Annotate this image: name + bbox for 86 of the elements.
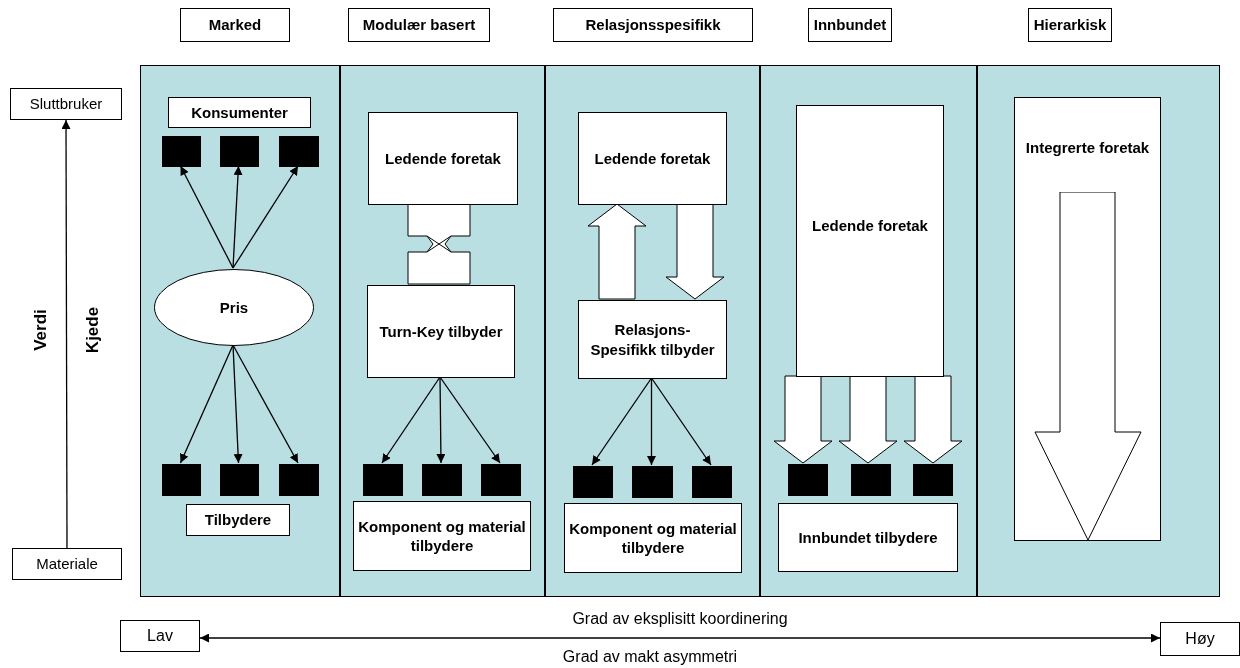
column-heading-box <box>1028 8 1112 42</box>
arrow <box>232 344 243 464</box>
arrow <box>381 376 441 464</box>
column-panel <box>545 65 760 597</box>
box-label: Integrerte foretak <box>1024 138 1151 158</box>
filled-box <box>913 464 953 496</box>
filled-box <box>279 464 319 496</box>
arrow <box>232 165 299 269</box>
lead-firm-box <box>796 105 944 377</box>
box-label: Innbundet tilbydere <box>797 527 939 548</box>
column-panel <box>340 65 545 597</box>
arrow <box>232 165 243 269</box>
arrow <box>199 633 1161 643</box>
arrow <box>179 165 234 269</box>
box-label: Konsumenter <box>190 102 289 123</box>
box-label: Pris <box>218 297 250 318</box>
axis-label: Grad av makt asymmetri <box>562 648 738 666</box>
scale-end-box <box>120 620 200 652</box>
box-label: Materiale <box>35 554 99 574</box>
box-label: Tilbydere <box>203 510 273 530</box>
filled-box <box>851 464 891 496</box>
arrow <box>647 377 656 466</box>
block-arrow <box>773 375 833 464</box>
box-label: Marked <box>207 15 263 35</box>
actor-box <box>778 503 958 572</box>
box-label: Modulær basert <box>361 15 477 35</box>
arrow <box>179 344 234 464</box>
coupling-connector <box>407 203 471 285</box>
column-heading-box <box>180 8 290 42</box>
actor-box <box>578 112 727 205</box>
filled-box <box>220 464 259 496</box>
box-label: Komponent og material tilbydere <box>568 518 738 558</box>
box-label: Lav <box>146 625 174 646</box>
box-label: Sluttbruker <box>28 94 104 114</box>
box-label: Ledende foretak <box>384 148 502 169</box>
box-label: Relasjons- Spesifikk tilbyder <box>589 320 716 359</box>
block-arrow <box>587 203 647 300</box>
actor-box <box>578 300 727 379</box>
integrated-firm-box <box>1014 97 1161 541</box>
filled-box <box>363 464 403 496</box>
filled-box <box>573 466 613 498</box>
filled-box <box>162 464 201 496</box>
chain-end-box <box>10 88 122 120</box>
filled-box <box>692 466 732 498</box>
block-arrow <box>665 203 725 300</box>
arrow <box>232 344 299 464</box>
filled-box <box>279 136 319 167</box>
box-label: Turn-Key tilbyder <box>378 321 504 342</box>
filled-box <box>481 464 521 496</box>
block-arrow <box>838 375 898 464</box>
column-panel <box>140 65 340 597</box>
chain-end-box <box>12 548 122 580</box>
actor-box <box>353 501 531 571</box>
arrow <box>650 377 712 466</box>
box-label: Komponent og material tilbydere <box>357 516 527 556</box>
axis-label: Verdi <box>30 309 51 351</box>
edge-label: Grad av eksplisitt koordinering <box>572 610 788 628</box>
filled-box <box>220 136 259 167</box>
column-heading-box <box>808 8 892 42</box>
actor-box <box>186 504 290 536</box>
filled-box <box>632 466 673 498</box>
scale-end-box <box>1160 622 1240 656</box>
box-label: Ledende foretak <box>811 216 929 236</box>
box-label: Hierarkisk <box>1032 15 1108 35</box>
arrow <box>591 377 653 466</box>
column-heading-box <box>553 8 753 42</box>
arrow <box>61 119 71 549</box>
box-label: Innbundet <box>812 15 888 35</box>
arrow <box>439 376 501 464</box>
column-panel <box>977 65 1220 597</box>
box-label: Ledende foretak <box>593 148 712 169</box>
price-ellipse <box>154 269 314 346</box>
axis-label: Kjede <box>83 306 104 354</box>
arrow <box>436 376 446 464</box>
block-arrow <box>903 375 963 464</box>
actor-box <box>168 97 311 128</box>
box-label: Høy <box>1184 628 1216 649</box>
filled-box <box>162 136 201 167</box>
actor-box <box>564 503 742 573</box>
filled-box <box>422 464 462 496</box>
column-panel <box>760 65 977 597</box>
filled-box <box>788 464 828 496</box>
box-label: Relasjonsspesifikk <box>584 15 722 35</box>
actor-box <box>368 112 518 205</box>
actor-box <box>367 285 515 378</box>
column-heading-box <box>348 8 490 42</box>
